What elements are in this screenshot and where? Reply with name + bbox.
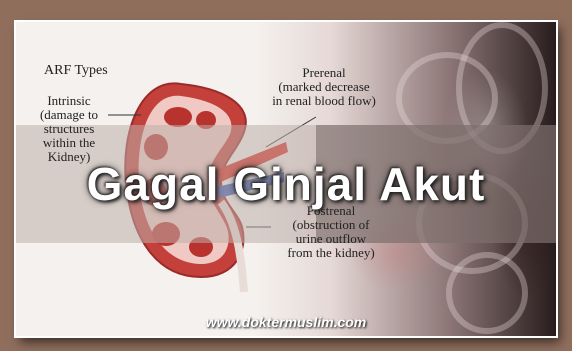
page-title: Gagal Ginjal Akut bbox=[16, 157, 556, 211]
postrenal-label: Postrenal (obstruction of urine outflow … bbox=[271, 204, 391, 260]
prerenal-label: Prerenal (marked decrease in renal blood… bbox=[254, 66, 394, 108]
diagram-heading: ARF Types bbox=[44, 64, 108, 78]
image-panel: ARF Types Intrinsic (damage to structure… bbox=[16, 22, 556, 336]
watermark-url: www.doktermuslim.com bbox=[16, 314, 556, 330]
intrinsic-label: Intrinsic (damage to structures within t… bbox=[30, 94, 108, 164]
